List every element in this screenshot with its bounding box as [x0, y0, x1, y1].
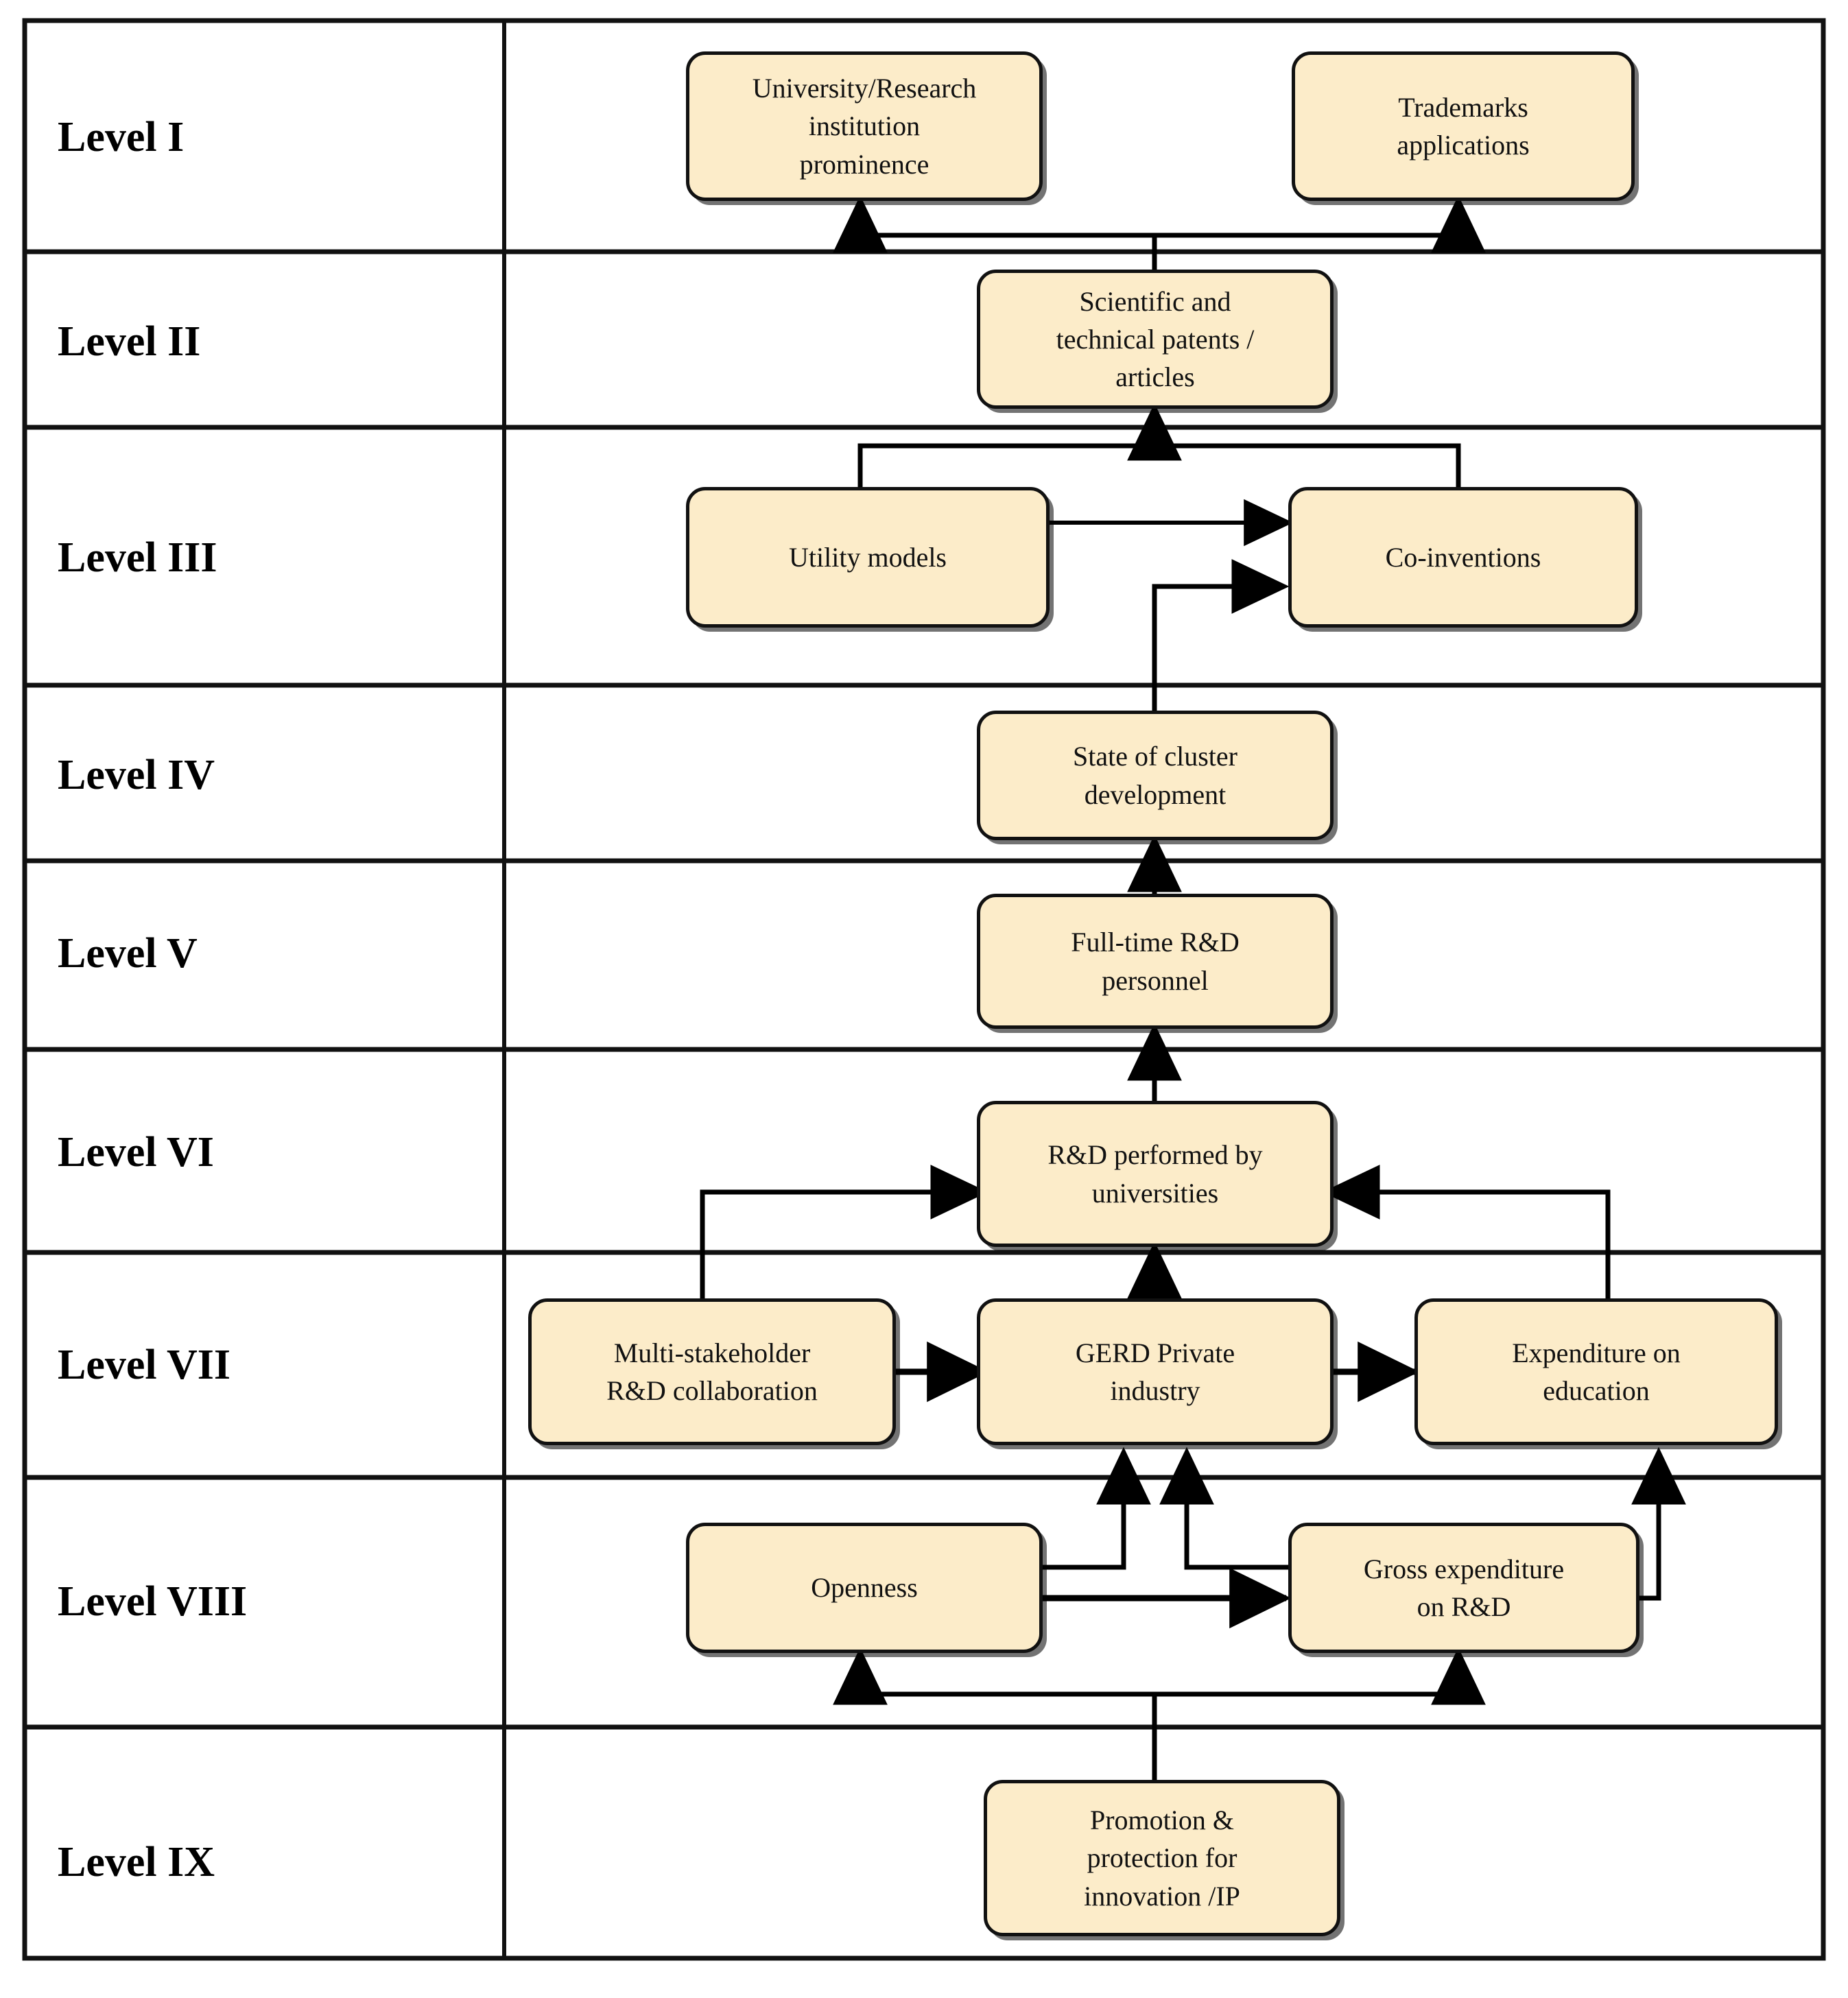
level-label-4: Level IV	[58, 752, 215, 798]
conn-cluster-to-coinventions	[1152, 559, 1290, 711]
node-line: innovation /IP	[1084, 1880, 1240, 1912]
node-promotion-protection-ip[interactable]: Promotion & protection for innovation /I…	[984, 1780, 1340, 1936]
level-label-5: Level V	[58, 930, 198, 977]
node-line: applications	[1397, 130, 1530, 160]
node-line: institution	[808, 110, 921, 142]
level-label-3: Level III	[58, 534, 217, 581]
node-line: Full-time R&D	[1071, 927, 1240, 958]
node-line: State of cluster	[1073, 741, 1237, 772]
node-rd-personnel[interactable]: Full-time R&D personnel	[977, 894, 1334, 1029]
node-line: Co-inventions	[1385, 541, 1541, 573]
node-line: on R&D	[1417, 1591, 1511, 1622]
node-line: Multi-stakeholder	[613, 1337, 811, 1368]
node-line: development	[1084, 778, 1227, 810]
node-openness[interactable]: Openness	[686, 1523, 1043, 1653]
level-label-9: Level IX	[58, 1839, 215, 1886]
node-line: industry	[1110, 1375, 1200, 1406]
node-line: Gross expenditure	[1363, 1553, 1565, 1584]
level-label-1: Level I	[58, 114, 185, 160]
node-line: prominence	[799, 148, 929, 180]
level-label-7: Level VII	[58, 1342, 231, 1388]
node-line: R&D collaboration	[606, 1375, 818, 1406]
node-patents-articles[interactable]: Scientific and technical patents / artic…	[977, 270, 1334, 409]
level-label-6: Level VI	[58, 1129, 214, 1176]
node-university-prominence[interactable]: University/Research institution prominen…	[686, 51, 1043, 201]
node-line: universities	[1091, 1177, 1219, 1209]
conn-patents-to-level1	[833, 195, 1157, 270]
conn-patents-to-trademarks	[1154, 195, 1486, 253]
level-label-8: Level VIII	[58, 1578, 248, 1625]
node-utility-models[interactable]: Utility models	[686, 487, 1050, 628]
node-line: protection for	[1087, 1842, 1237, 1874]
node-line: personnel	[1102, 964, 1209, 996]
node-line: education	[1543, 1375, 1650, 1406]
node-line: Trademarks	[1398, 91, 1528, 123]
node-line: articles	[1115, 361, 1195, 393]
level-label-2: Level II	[58, 318, 201, 365]
conn-promo-to-openness	[833, 1647, 1157, 1780]
node-line: University/Research	[752, 73, 977, 104]
node-gerd-private-industry[interactable]: GERD Private industry	[977, 1298, 1334, 1445]
conn-utility-to-patents	[857, 403, 1182, 487]
node-line: R&D performed by	[1047, 1139, 1263, 1171]
node-line: Openness	[811, 1572, 918, 1604]
conn-education-to-rduni	[1322, 1165, 1611, 1335]
node-line: Expenditure on	[1512, 1337, 1681, 1368]
node-co-inventions[interactable]: Co-inventions	[1288, 487, 1638, 628]
node-line: technical patents /	[1056, 323, 1255, 355]
node-rd-performed-universities[interactable]: R&D performed by universities	[977, 1101, 1334, 1247]
conn-promo-to-gross	[1154, 1647, 1486, 1705]
table-grid	[22, 18, 1826, 1961]
connectors	[700, 195, 1686, 1780]
node-expenditure-education[interactable]: Expenditure on education	[1414, 1298, 1778, 1445]
conn-multistake-to-rduni	[700, 1165, 988, 1335]
node-line: Promotion &	[1089, 1805, 1235, 1836]
node-gross-expenditure-rd[interactable]: Gross expenditure on R&D	[1288, 1523, 1639, 1653]
node-trademarks-applications[interactable]: Trademarks applications	[1292, 51, 1635, 201]
node-cluster-development[interactable]: State of cluster development	[977, 711, 1334, 840]
node-line: Scientific and	[1079, 285, 1231, 317]
node-line: Utility models	[789, 541, 947, 573]
conn-coinventions-to-patents	[1154, 443, 1461, 487]
conn-gross-to-gerd	[1159, 1447, 1288, 1570]
node-multi-stakeholder-collaboration[interactable]: Multi-stakeholder R&D collaboration	[528, 1298, 896, 1445]
node-line: GERD Private	[1075, 1337, 1235, 1368]
conn-openness-to-gerd	[1039, 1447, 1151, 1570]
